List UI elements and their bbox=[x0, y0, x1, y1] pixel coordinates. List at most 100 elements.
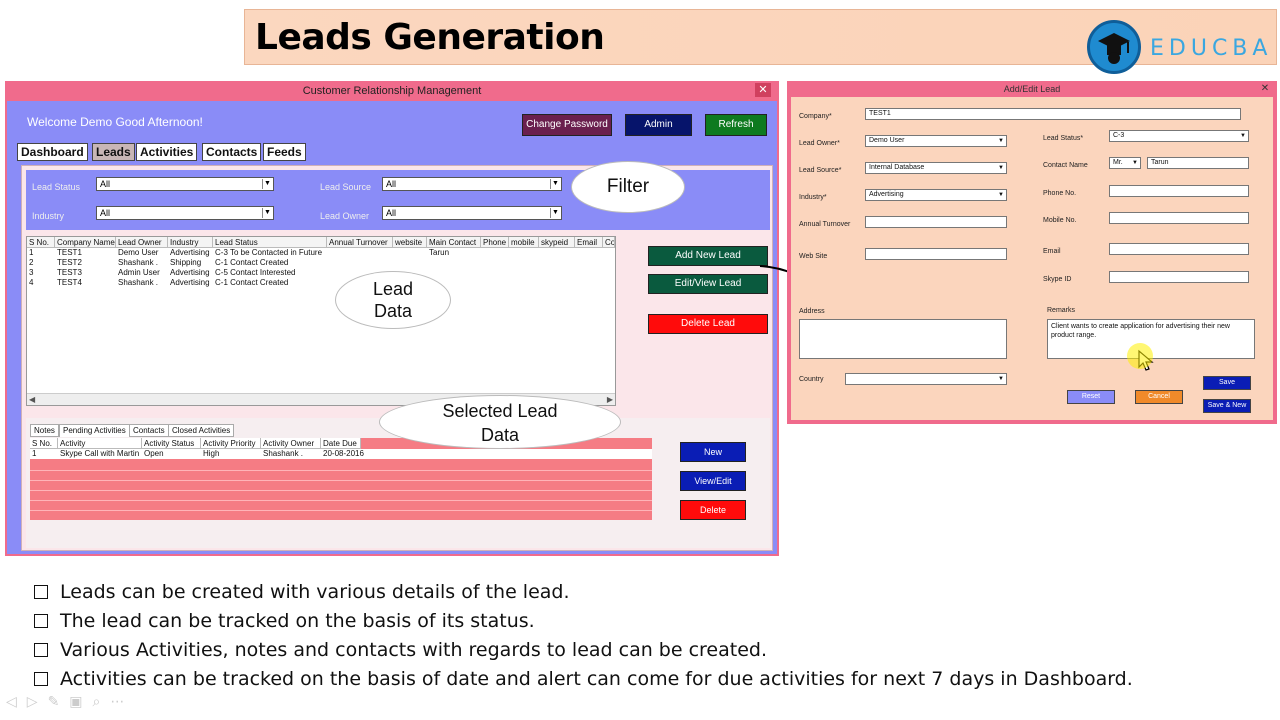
lead-owner-select[interactable]: Demo User▼ bbox=[865, 135, 1007, 147]
table-cell[interactable]: Shashank . bbox=[118, 258, 159, 267]
next-slide-icon[interactable]: ▷ bbox=[26, 693, 48, 709]
tab-contacts[interactable]: Contacts bbox=[202, 143, 262, 161]
tab-pending-activities[interactable]: Pending Activities bbox=[59, 424, 130, 437]
table-cell[interactable]: C-1 Contact Created bbox=[215, 278, 289, 287]
mobile-field[interactable] bbox=[1109, 212, 1249, 224]
tab-feeds[interactable]: Feeds bbox=[263, 143, 306, 161]
lead-source-select[interactable]: All▼ bbox=[382, 177, 562, 191]
slides-icon[interactable]: ▣ bbox=[69, 693, 93, 709]
salutation-select[interactable]: Mr.▼ bbox=[1109, 157, 1141, 169]
table-cell[interactable]: C-3 To be Contacted in Future bbox=[215, 248, 323, 257]
new-activity-button[interactable]: New bbox=[680, 442, 746, 462]
industry-select[interactable]: Advertising▼ bbox=[865, 189, 1007, 201]
add-new-lead-button[interactable]: Add New Lead bbox=[648, 246, 768, 266]
pen-icon[interactable]: ✎ bbox=[47, 693, 70, 709]
save-button[interactable]: Save bbox=[1203, 376, 1251, 390]
contact-name-field[interactable]: Tarun bbox=[1147, 157, 1249, 169]
slide-nav-controls[interactable]: ◁▷✎▣⌕⋯ bbox=[6, 693, 134, 710]
table-cell[interactable]: TEST3 bbox=[57, 268, 82, 277]
chevron-right-icon[interactable]: ▶ bbox=[606, 395, 613, 404]
table-cell[interactable]: Advertising bbox=[170, 248, 210, 257]
tab-closed-activities[interactable]: Closed Activities bbox=[168, 424, 235, 437]
refresh-button[interactable]: Refresh bbox=[705, 114, 767, 136]
edit-view-lead-button[interactable]: Edit/View Lead bbox=[648, 274, 768, 294]
table-cell[interactable]: C-1 Contact Created bbox=[215, 258, 289, 267]
lead-status-select[interactable]: C-3▼ bbox=[1109, 130, 1249, 142]
activities-grid[interactable]: S No. Activity Activity Status Activity … bbox=[30, 438, 652, 520]
delete-lead-button[interactable]: Delete Lead bbox=[648, 314, 768, 334]
industry-select[interactable]: All▼ bbox=[96, 206, 274, 220]
table-cell[interactable]: 1 bbox=[30, 449, 58, 459]
table-cell[interactable]: 4 bbox=[29, 278, 34, 287]
table-cell[interactable]: Admin User bbox=[118, 268, 160, 277]
table-cell[interactable]: 20-08-2016 bbox=[321, 449, 652, 459]
table-cell[interactable]: TEST1 bbox=[57, 248, 82, 257]
column-header[interactable]: S No. bbox=[30, 438, 58, 449]
prev-slide-icon[interactable]: ◁ bbox=[6, 693, 27, 709]
table-cell[interactable]: Shipping bbox=[170, 258, 202, 267]
table-cell[interactable]: Open bbox=[142, 449, 201, 459]
lead-status-select[interactable]: All▼ bbox=[96, 177, 274, 191]
chevron-left-icon[interactable]: ◀ bbox=[29, 395, 36, 404]
phone-field[interactable] bbox=[1109, 185, 1249, 197]
table-cell[interactable]: Shashank . bbox=[118, 278, 159, 287]
tab-leads[interactable]: Leads bbox=[92, 143, 135, 161]
table-cell[interactable]: 2 bbox=[29, 258, 34, 267]
column-header[interactable]: Annual Turnover bbox=[327, 237, 393, 248]
close-icon[interactable]: ✕ bbox=[755, 83, 771, 97]
table-cell[interactable]: Advertising bbox=[170, 268, 210, 277]
zoom-icon[interactable]: ⌕ bbox=[92, 693, 111, 709]
company-field[interactable]: TEST1 bbox=[865, 108, 1241, 120]
admin-button[interactable]: Admin bbox=[625, 114, 692, 136]
column-header[interactable]: Company Name bbox=[55, 237, 116, 248]
tab-activities[interactable]: Activities bbox=[136, 143, 198, 161]
column-header[interactable]: mobile bbox=[509, 237, 539, 248]
close-icon[interactable]: ✕ bbox=[1260, 83, 1270, 94]
website-field[interactable] bbox=[865, 248, 1007, 260]
email-field[interactable] bbox=[1109, 243, 1249, 255]
reset-button[interactable]: Reset bbox=[1067, 390, 1115, 404]
table-cell[interactable]: 3 bbox=[29, 268, 34, 277]
view-edit-activity-button[interactable]: View/Edit bbox=[680, 471, 746, 491]
column-header[interactable]: Activity Priority bbox=[201, 438, 261, 449]
column-header[interactable]: Industry bbox=[168, 237, 213, 248]
table-cell[interactable]: Tarun bbox=[429, 248, 450, 257]
change-password-button[interactable]: Change Password bbox=[522, 114, 612, 136]
table-cell[interactable]: Skype Call with Martin bbox=[58, 449, 142, 459]
table-cell[interactable]: Advertising bbox=[170, 278, 210, 287]
column-header[interactable]: S No. bbox=[27, 237, 55, 248]
column-header[interactable]: Co bbox=[603, 237, 615, 248]
column-header[interactable]: Email bbox=[575, 237, 603, 248]
column-header[interactable]: website bbox=[393, 237, 427, 248]
tab-notes[interactable]: Notes bbox=[30, 424, 59, 437]
tab-contacts-bottom[interactable]: Contacts bbox=[129, 424, 169, 437]
column-header[interactable]: Activity bbox=[58, 438, 142, 449]
table-cell[interactable]: C-5 Contact Interested bbox=[215, 268, 296, 277]
table-cell[interactable]: High bbox=[201, 449, 261, 459]
lead-source-select[interactable]: Internal Database▼ bbox=[865, 162, 1007, 174]
table-cell[interactable]: Shashank . bbox=[261, 449, 321, 459]
column-header[interactable]: Activity Owner bbox=[261, 438, 321, 449]
column-header[interactable]: Activity Status bbox=[142, 438, 201, 449]
column-header[interactable]: Lead Status bbox=[213, 237, 327, 248]
skype-field[interactable] bbox=[1109, 271, 1249, 283]
annual-turnover-field[interactable] bbox=[865, 216, 1007, 228]
table-cell[interactable]: 1 bbox=[29, 248, 34, 257]
column-header[interactable]: Date Due bbox=[321, 438, 361, 449]
more-icon[interactable]: ⋯ bbox=[110, 693, 135, 709]
leads-grid[interactable]: S No. Company Name Lead Owner Industry L… bbox=[26, 236, 616, 406]
tab-dashboard[interactable]: Dashboard bbox=[17, 143, 88, 161]
table-cell[interactable]: Demo User bbox=[118, 248, 159, 257]
column-header[interactable]: Lead Owner bbox=[116, 237, 168, 248]
country-select[interactable]: ▼ bbox=[845, 373, 1007, 385]
lead-owner-select[interactable]: All▼ bbox=[382, 206, 562, 220]
column-header[interactable]: skypeid bbox=[539, 237, 575, 248]
cancel-button[interactable]: Cancel bbox=[1135, 390, 1183, 404]
save-and-new-button[interactable]: Save & New bbox=[1203, 399, 1251, 413]
address-field[interactable] bbox=[799, 319, 1007, 359]
delete-activity-button[interactable]: Delete bbox=[680, 500, 746, 520]
column-header[interactable]: Main Contact bbox=[427, 237, 481, 248]
table-cell[interactable]: TEST4 bbox=[57, 278, 82, 287]
table-cell[interactable]: TEST2 bbox=[57, 258, 82, 267]
column-header[interactable]: Phone bbox=[481, 237, 509, 248]
